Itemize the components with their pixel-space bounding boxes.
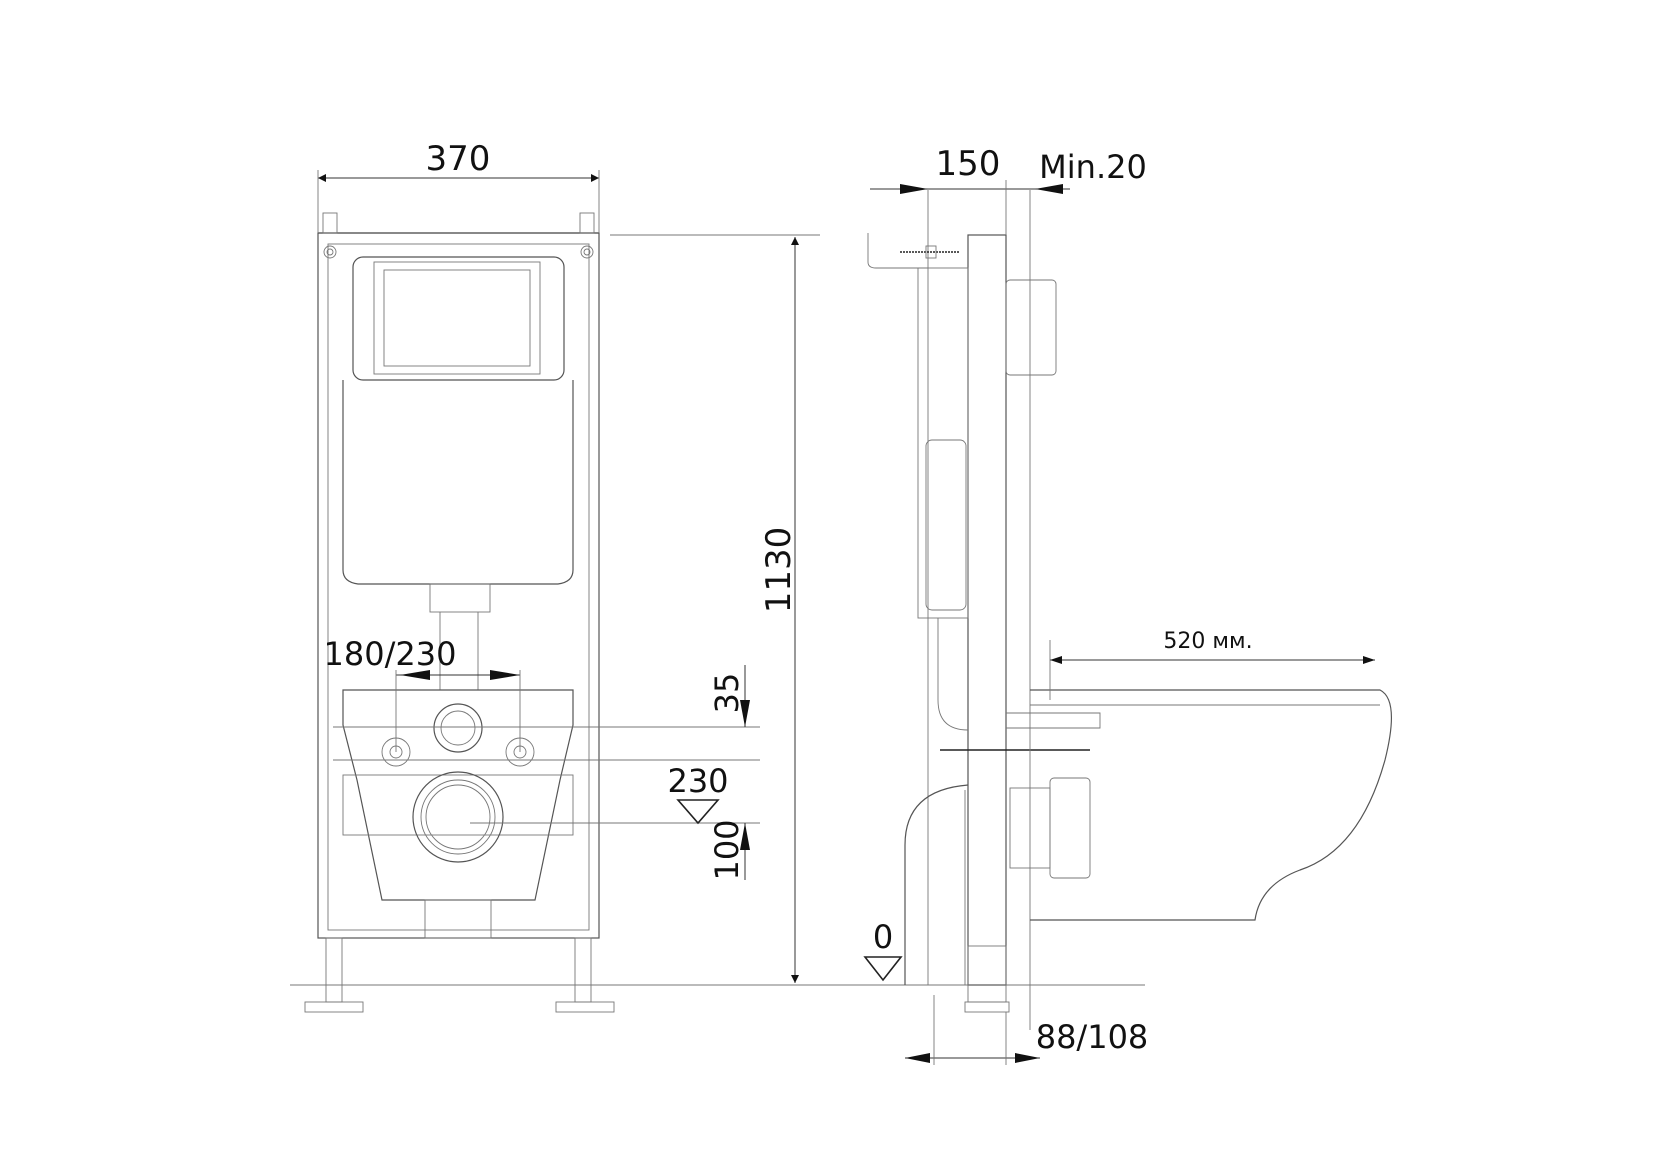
foot-adjust-label: 88/108 [1036,1018,1149,1056]
width-dimension-label: 370 [426,139,491,179]
height-dimension-label: 1130 [759,527,799,614]
side-dimensions: 150 Min.20 520 мм. 0 88/108 [863,144,1375,1065]
bolt-spacing-label: 180/230 [324,635,457,673]
front-dimensions: 370 1130 180/230 35 230 100 [317,139,799,983]
side-view [867,190,1393,1030]
min-gap-label: Min.20 [1039,148,1147,186]
drain-offset-label: 35 [708,673,746,714]
floor-level-label: 0 [873,918,893,956]
depth-dimension-label: 150 [936,144,1001,184]
front-view [290,212,1145,1013]
bowl-length-label: 520 мм. [1163,629,1252,654]
drain-height-label: 230 [667,762,728,800]
bottom-offset-label: 100 [708,819,746,880]
